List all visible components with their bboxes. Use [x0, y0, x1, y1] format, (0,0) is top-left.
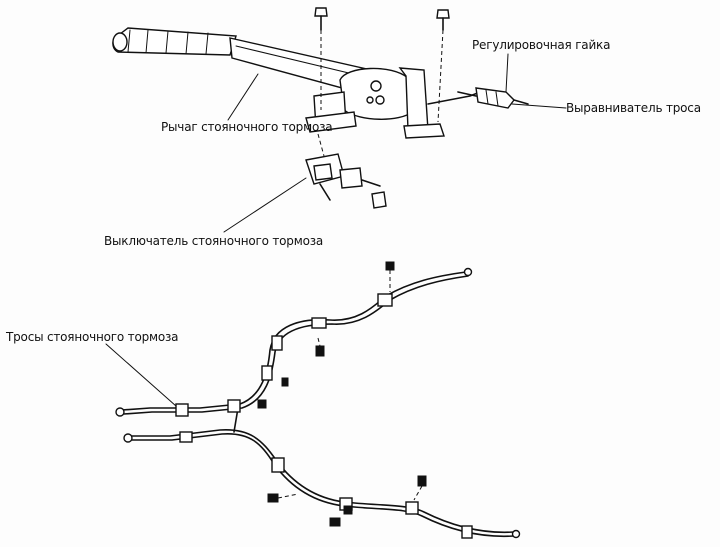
parking-brake-lever [112, 7, 481, 139]
parking-brake-cables-label: Тросы стояночного тормоза [6, 330, 179, 344]
parking-brake-switch [305, 133, 387, 209]
parking-brake-lever-label: Рычаг стояночного тормоза [161, 120, 333, 134]
parking-brake-switch-label: Выключатель стояночного тормоза [104, 234, 324, 248]
parking-brake-cables [115, 261, 521, 539]
cable-equalizer-label: Выравниватель троса [566, 101, 701, 115]
cable-equalizer [457, 87, 529, 109]
adjusting-nut-label: Регулировочная гайка [472, 38, 611, 52]
